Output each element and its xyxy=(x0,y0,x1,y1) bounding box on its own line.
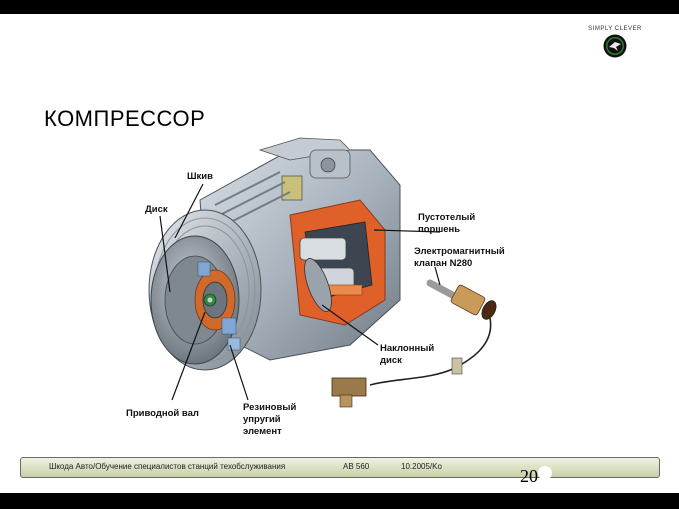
label-pulley: Шкив xyxy=(187,171,213,182)
footer-bar: Шкода Авто/Обучение специалистов станций… xyxy=(20,457,660,478)
skoda-logo-icon xyxy=(603,34,627,58)
label-rubber-element: Резиновый упругий элемент xyxy=(243,402,297,437)
label-hollow-piston: Пустотелый поршень xyxy=(418,212,476,235)
slide-title: КОМПРЕССОР xyxy=(44,106,206,131)
label-solenoid-valve: Электромагнитный клапан N280 xyxy=(414,246,505,269)
page-number-marker xyxy=(538,466,552,480)
footer-date: 10.2005/Ko xyxy=(401,462,442,471)
label-drive-shaft: Приводной вал xyxy=(126,408,199,419)
top-bar xyxy=(0,0,679,14)
footer-code: AB 560 xyxy=(343,462,370,471)
footer-organization: Шкода Авто/Обучение специалистов станций… xyxy=(49,462,286,471)
label-swash-plate: Наклонный диск xyxy=(380,343,435,366)
brand-slogan: SIMPLY CLEVER xyxy=(588,26,642,32)
brand: SIMPLY CLEVER xyxy=(586,26,644,58)
bottom-bar xyxy=(0,493,679,509)
page-number: 20 xyxy=(520,466,538,486)
label-disk: Диск xyxy=(145,204,168,215)
